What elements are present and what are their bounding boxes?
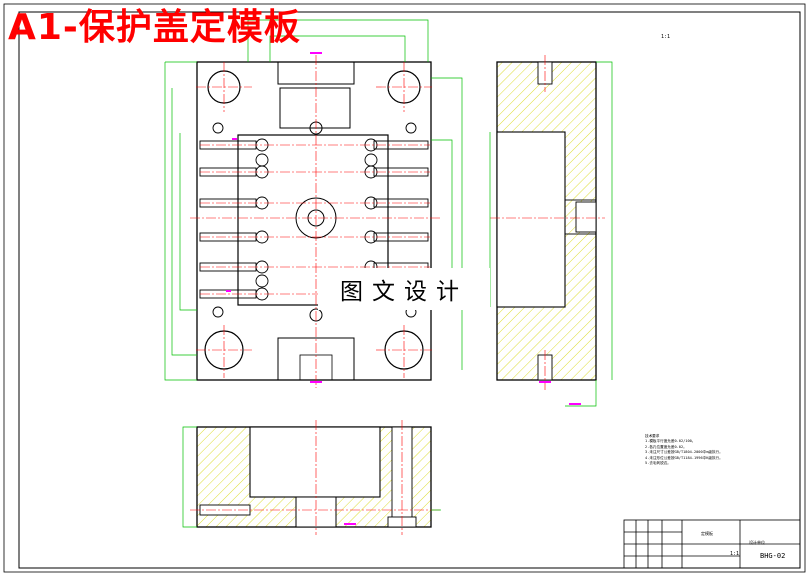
drawing-title: A1-保护盖定模板 [8, 7, 301, 48]
dimension-line [182, 426, 197, 528]
dimension-line [179, 133, 197, 311]
dimension-callout [539, 381, 551, 383]
section-cavity [249, 426, 381, 498]
dimension-line [269, 35, 406, 62]
cooling-plugs-left [255, 138, 269, 301]
title-block-part-name: 定模板 [701, 531, 713, 536]
technical-requirements: 技术要求 1.模板平行度允差0.02/100。 2.各孔位置度允差0.02。 3… [645, 434, 790, 466]
insert-cavity [237, 134, 389, 306]
watermark-text: 图文设计 [318, 268, 490, 310]
front-view [164, 19, 463, 388]
dimension-line [596, 61, 613, 380]
top-pocket [279, 87, 351, 129]
screw-hole [405, 122, 417, 134]
note-line: 4.未注形位公差按GB/T1184-1996中K级执行。 [645, 455, 723, 460]
scale-note: 1:1 [661, 34, 671, 40]
title-block-company: 设计单位 [749, 540, 765, 545]
dimension-line [431, 77, 463, 370]
dimension-line [247, 19, 429, 62]
cooling-channels-left [199, 140, 257, 299]
dimension-line [431, 139, 453, 300]
sprue-bush [575, 201, 597, 233]
dimension-callout [569, 403, 581, 405]
note-line: 1.模板平行度允差0.02/100。 [645, 439, 696, 444]
center-lines [190, 55, 440, 388]
title-block-drawing-code: BHG-02 [760, 552, 786, 560]
note-line: 3.未注尺寸公差按GB/T1804-2000中m级执行。 [645, 450, 723, 455]
side-cavity [496, 131, 566, 308]
section-view [182, 420, 441, 535]
outer-frame [3, 3, 806, 573]
dimension-callouts [226, 52, 322, 383]
notes-heading: 技术要求 [645, 434, 660, 438]
dimension-line [164, 62, 197, 381]
side-view [489, 55, 613, 407]
screw-hole [212, 306, 224, 318]
title-block [623, 519, 801, 569]
note-line: 5.去毛刺锐边。 [645, 461, 671, 466]
title-block-scale: 1:1 [730, 551, 740, 557]
note-line: 2.各孔位置度允差0.02。 [645, 444, 687, 449]
screw-hole [212, 122, 224, 134]
dimension-callout [344, 523, 356, 525]
inner-frame [18, 11, 801, 569]
dimension-line [171, 88, 197, 356]
center-lines [190, 420, 440, 535]
center-lines [490, 55, 605, 390]
dimension-line [565, 380, 597, 407]
